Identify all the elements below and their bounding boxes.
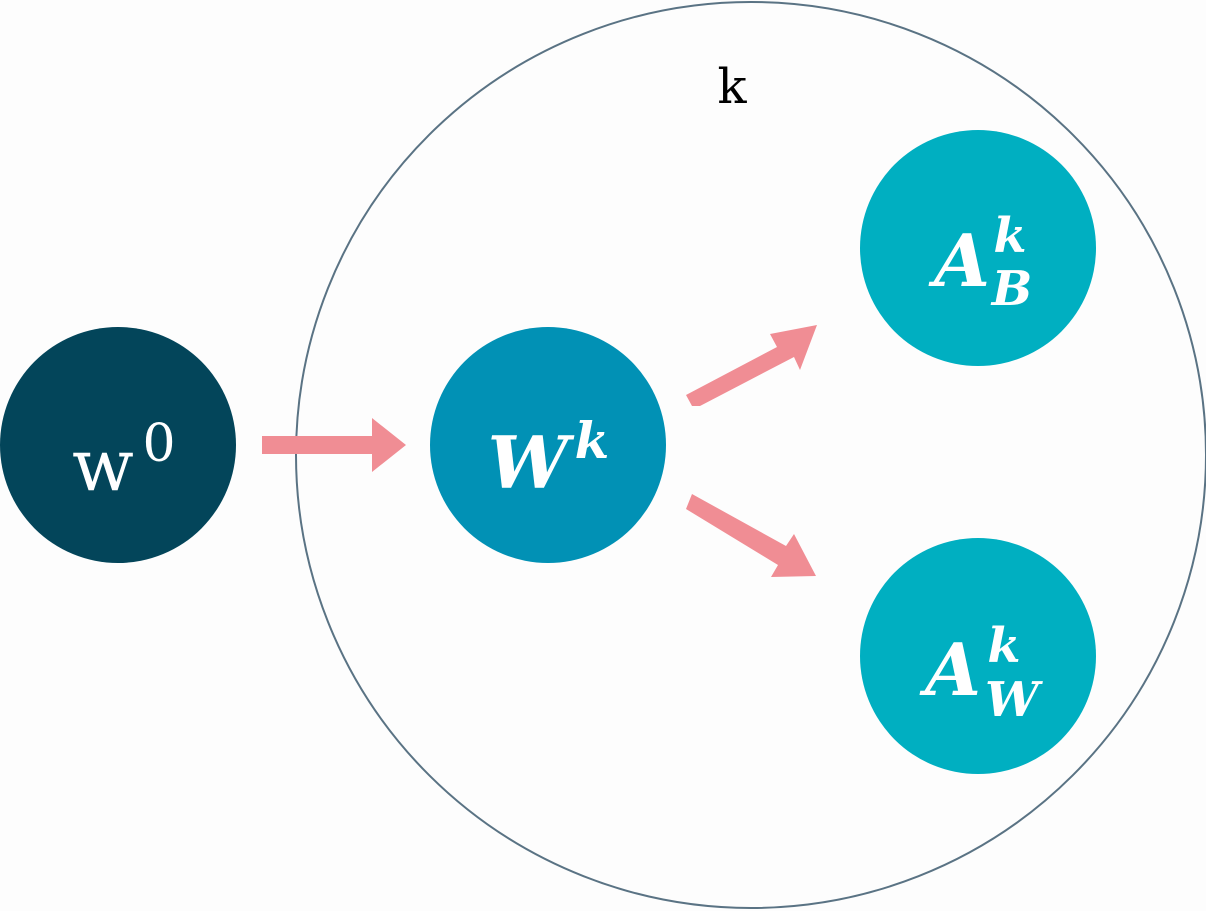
node-akb: A k B [860,130,1096,366]
node-w0: w 0 [0,327,236,563]
node-wk-base: W [488,420,575,505]
node-akb-subscript: B [990,261,1033,317]
node-w0-base: w [72,423,134,507]
arrow-w0-to-wk [262,418,406,472]
node-akw: A k W [860,538,1096,774]
plate-k-circle [295,1,1206,909]
plate-label: k [717,59,747,115]
node-wk: W k [430,327,666,563]
node-wk-superscript: k [575,411,610,470]
node-akb-base: A [928,218,990,303]
node-w0-superscript: 0 [142,414,175,474]
node-akw-superscript: k [987,618,1020,674]
node-akw-base: A [919,627,981,712]
node-akw-subscript: W [985,672,1043,728]
arrow-wk-to-akb [686,325,817,406]
arrow-wk-to-akw [686,494,816,577]
edges-group [262,325,817,577]
node-akb-superscript: k [993,208,1026,264]
